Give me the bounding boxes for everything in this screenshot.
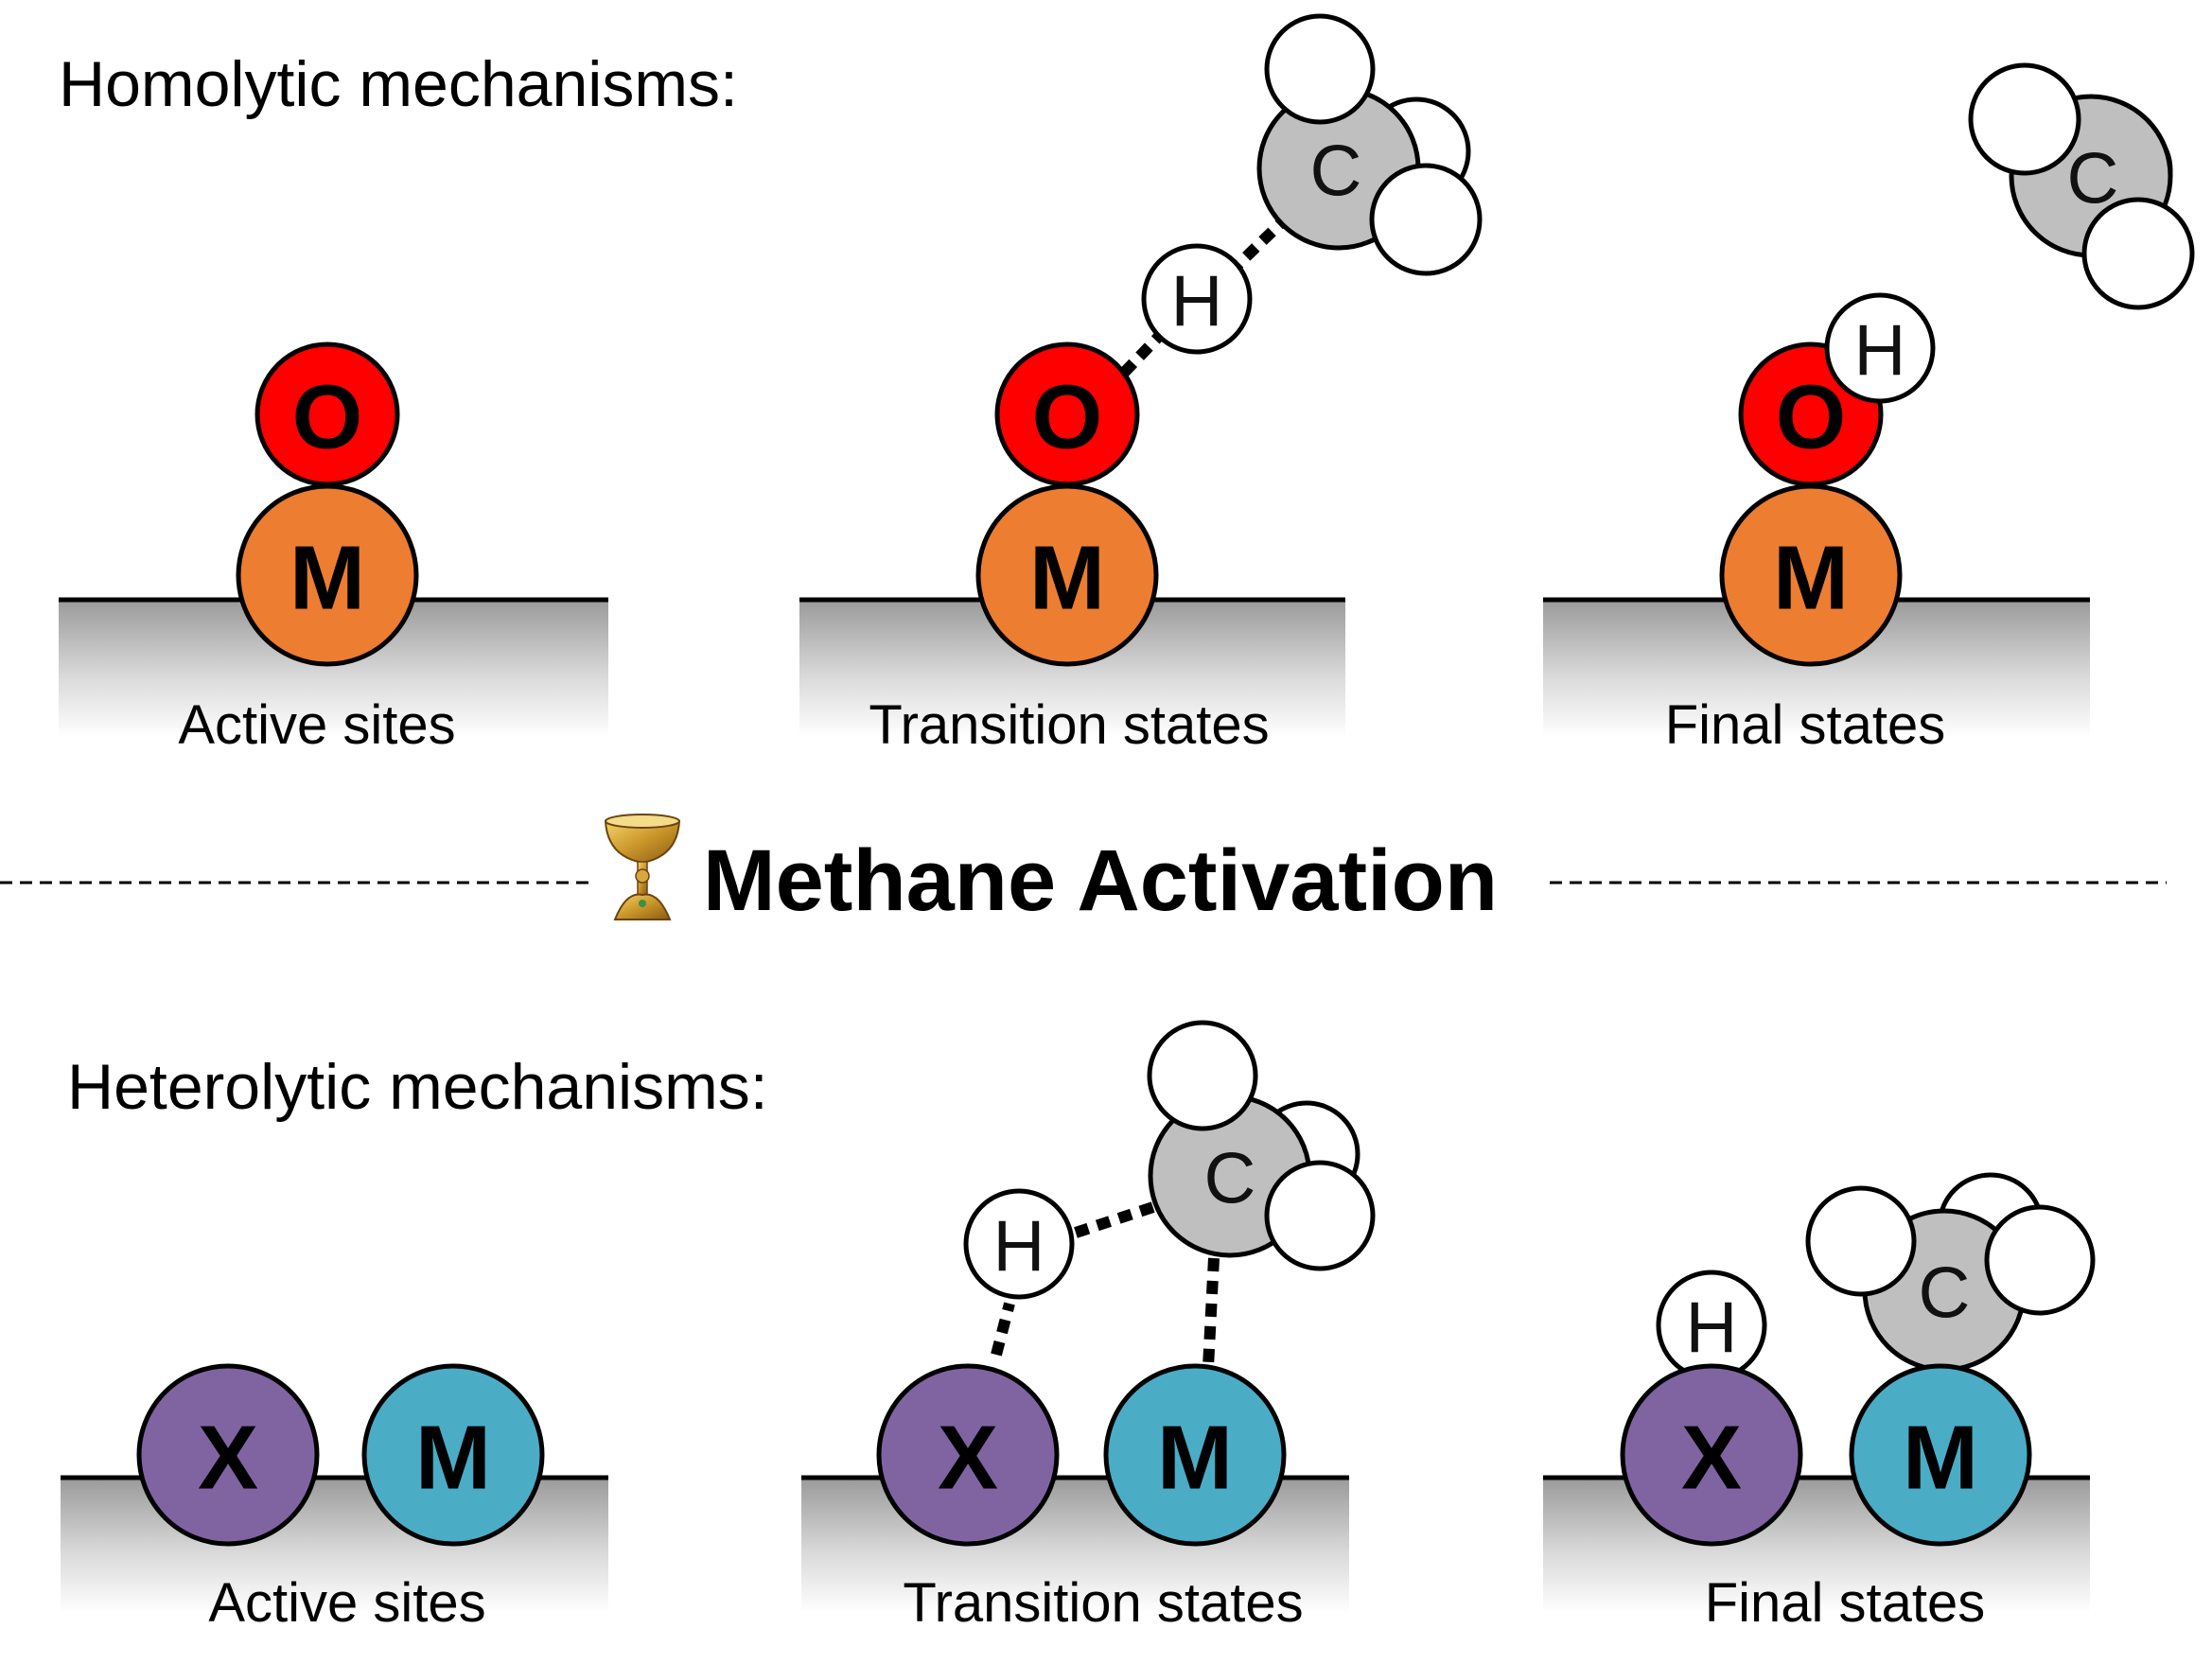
metal-atom bbox=[1849, 1363, 2032, 1547]
hydrogen-atom bbox=[1369, 163, 1483, 276]
homolytic-final-states-panel: O H M C Final states bbox=[1543, 62, 2195, 756]
heterolytic-final-states-panel: H X C M Final states bbox=[1543, 1172, 2096, 1634]
homolytic-transition-states-panel: O M H C Transition states bbox=[799, 13, 1483, 756]
caption-final-states: Final states bbox=[1665, 694, 1946, 756]
carbon-label: C bbox=[1919, 1253, 1971, 1334]
metal-label: M bbox=[1773, 528, 1849, 629]
hydrogen-label: H bbox=[993, 1207, 1045, 1287]
hydrogen-atom bbox=[1984, 1204, 2096, 1316]
oxygen-label: O bbox=[1776, 367, 1847, 468]
anion-label: X bbox=[1681, 1408, 1742, 1509]
hydrogen-label: H bbox=[1854, 311, 1906, 392]
hydrogen-atom bbox=[1805, 1185, 1917, 1297]
anion-atom bbox=[136, 1363, 320, 1547]
hydrogen-atom bbox=[1968, 62, 2081, 176]
dashed-bond bbox=[991, 1302, 1015, 1357]
metal-label: M bbox=[415, 1408, 491, 1509]
oxygen-label: O bbox=[292, 367, 363, 468]
methyl-radical: C bbox=[1968, 62, 2195, 310]
heterolytic-transition-states-panel: X M H C Transition states bbox=[801, 1020, 1376, 1634]
carbon-label: C bbox=[1204, 1139, 1256, 1219]
anion-atom bbox=[1620, 1363, 1803, 1547]
caption-active-sites: Active sites bbox=[208, 1572, 485, 1634]
dashed-bond bbox=[1074, 1199, 1164, 1238]
dashed-bond bbox=[1203, 1257, 1220, 1368]
metal-atom bbox=[236, 483, 419, 667]
homolytic-active-sites-panel: O M Active sites bbox=[59, 342, 608, 756]
hydrogen-label: H bbox=[1171, 262, 1223, 342]
hydrogen-atom bbox=[1824, 292, 1936, 404]
holy-grail-icon bbox=[604, 814, 681, 920]
hydrogen-atom bbox=[1147, 1020, 1258, 1131]
heterolytic-active-sites-panel: X M Active sites bbox=[61, 1363, 608, 1634]
hydrogen-atom bbox=[963, 1188, 1075, 1300]
methyl-group: C bbox=[1147, 1020, 1376, 1271]
title-divider: Methane Activation bbox=[0, 814, 2167, 929]
homolytic-section: Homolytic mechanisms: O M Active sites O… bbox=[59, 13, 2195, 756]
metal-atom bbox=[1719, 483, 1903, 667]
caption-transition-states: Transition states bbox=[869, 694, 1269, 756]
metal-label: M bbox=[1029, 528, 1105, 629]
methyl-group: C bbox=[1805, 1172, 2096, 1373]
metal-label: M bbox=[1903, 1408, 1978, 1509]
anion-label: X bbox=[938, 1408, 998, 1509]
methyl-group: C bbox=[1256, 13, 1483, 276]
caption-final-states: Final states bbox=[1705, 1572, 1986, 1634]
anion-atom bbox=[876, 1363, 1060, 1547]
hydrogen-label: H bbox=[1686, 1288, 1738, 1369]
caption-transition-states: Transition states bbox=[903, 1572, 1303, 1634]
homolytic-heading: Homolytic mechanisms: bbox=[59, 48, 738, 120]
caption-active-sites: Active sites bbox=[178, 694, 455, 756]
anion-label: X bbox=[198, 1408, 258, 1509]
metal-atom bbox=[975, 483, 1159, 667]
heterolytic-section: Heterolytic mechanisms: X M Active sites… bbox=[61, 1020, 2096, 1634]
diagram-title: Methane Activation bbox=[703, 832, 1498, 929]
metal-atom bbox=[1103, 1363, 1287, 1547]
metal-atom bbox=[361, 1363, 545, 1547]
metal-label: M bbox=[1157, 1408, 1233, 1509]
carbon-label: C bbox=[1310, 131, 1362, 212]
hydrogen-atom bbox=[2081, 197, 2195, 310]
hydrogen-atom bbox=[1141, 243, 1253, 355]
heterolytic-heading: Heterolytic mechanisms: bbox=[67, 1051, 768, 1123]
oxygen-label: O bbox=[1032, 367, 1103, 468]
hydrogen-atom bbox=[1264, 1160, 1376, 1271]
metal-label: M bbox=[290, 528, 365, 629]
hydrogen-atom bbox=[1264, 13, 1376, 125]
